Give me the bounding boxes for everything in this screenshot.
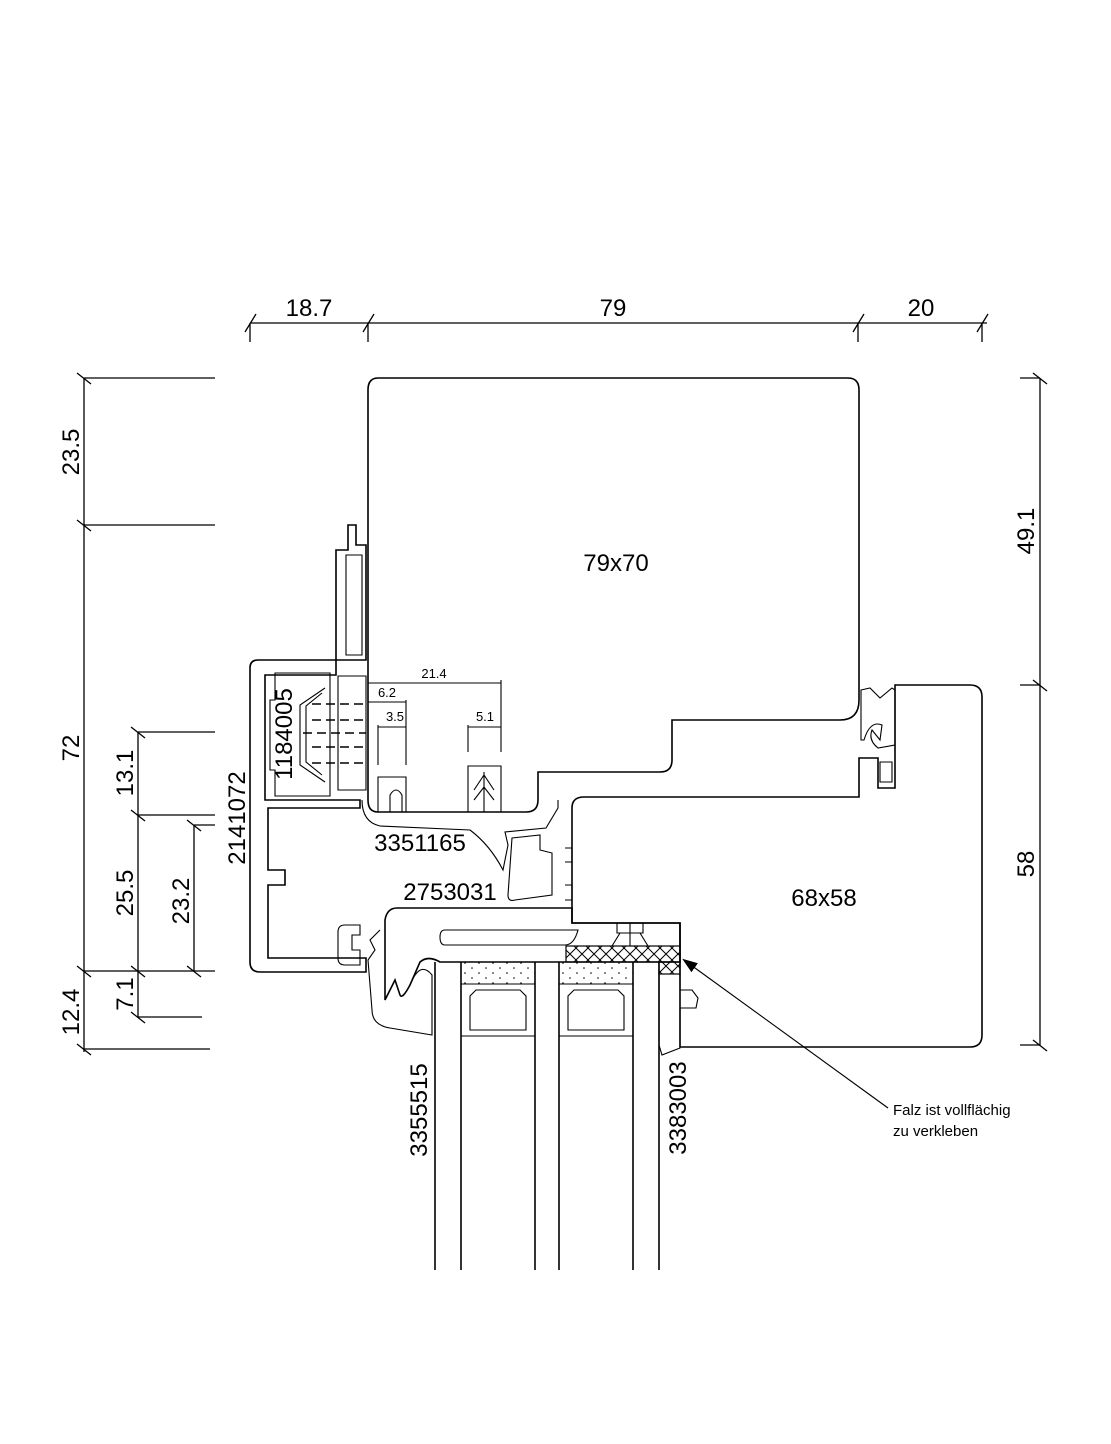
dim-left-outer-3: 12.4 xyxy=(58,989,85,1036)
dim-top-3: 20 xyxy=(908,295,935,322)
clip-cone xyxy=(299,687,326,783)
groove-fir-tree xyxy=(473,772,495,812)
cladding-profile xyxy=(249,524,367,973)
frame-seal xyxy=(860,687,896,749)
glazing-unit xyxy=(434,962,660,1270)
seal-3351165 xyxy=(361,799,559,872)
top-dimension-chain xyxy=(244,313,989,342)
part-label-3355515: 3355515 xyxy=(406,1063,433,1156)
dim-left-inner-23-2: 23.2 xyxy=(168,878,195,925)
detail-dim-3: 3.5 xyxy=(386,709,404,724)
dim-left-inner-3: 7.1 xyxy=(112,977,139,1010)
adhesive-strip xyxy=(565,945,681,963)
right-dimension-chain xyxy=(1020,372,1048,1052)
part-label-2753031: 2753031 xyxy=(403,879,496,906)
setting-block xyxy=(611,923,649,947)
dim-top-2: 79 xyxy=(600,295,627,322)
sash-section-label: 79x70 xyxy=(583,550,648,577)
detail-dim-1: 21.4 xyxy=(421,666,446,681)
cladding-clip xyxy=(337,924,361,966)
adhesive-strip-corner xyxy=(658,961,681,975)
note-leader-arrow xyxy=(682,958,889,1109)
glazing-bead-chamber xyxy=(439,929,579,946)
dim-right-1: 49.1 xyxy=(1013,508,1040,555)
part-label-3383003: 3383003 xyxy=(665,1061,692,1154)
glazing-bead xyxy=(384,907,681,1001)
dim-left-outer-2: 72 xyxy=(58,735,85,762)
sash-groove-left xyxy=(377,776,407,812)
part-label-2141072: 2141072 xyxy=(224,771,251,864)
clip-cone-inner xyxy=(305,692,323,776)
frame-seal-lower xyxy=(879,761,893,783)
clip-2753031 xyxy=(507,834,553,901)
detail-dim-2: 6.2 xyxy=(378,685,396,700)
part-label-3351165: 3351165 xyxy=(374,830,466,857)
detail-dimensions xyxy=(368,680,502,765)
dim-right-2: 58 xyxy=(1013,851,1040,878)
groove-clip xyxy=(389,789,403,812)
sash-groove-right xyxy=(467,765,502,812)
dim-left-inner-1: 13.1 xyxy=(112,750,139,797)
dim-left-inner-2: 25.5 xyxy=(112,870,139,917)
seal-3383003 xyxy=(658,973,699,1056)
part-label-1184005: 1184005 xyxy=(271,688,298,780)
sash-profile xyxy=(367,377,860,813)
glazing-seal-3355515 xyxy=(367,929,433,1036)
note-line-1: Falz ist vollflächig xyxy=(893,1102,1011,1119)
clip-housing xyxy=(337,675,367,791)
dim-left-outer-1: 23.5 xyxy=(58,429,85,476)
frame-section-label: 68x58 xyxy=(791,885,856,912)
frame-profile xyxy=(571,684,983,1048)
dim-top-1: 18.7 xyxy=(286,295,333,322)
detail-dim-4: 5.1 xyxy=(476,709,494,724)
left-dimension-chain xyxy=(76,372,215,1056)
clip-body xyxy=(269,672,331,797)
clip-2753031-notches xyxy=(565,847,573,901)
note-line-2: zu verkleben xyxy=(893,1123,978,1140)
cladding-chamber xyxy=(345,554,363,656)
